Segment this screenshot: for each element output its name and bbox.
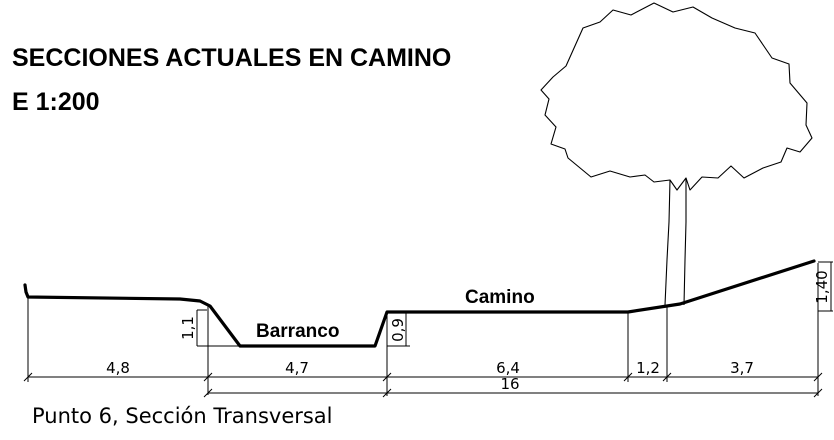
tree-trunk-right [683, 178, 687, 306]
dimension-label-1-40: 1,40 [813, 270, 831, 303]
tree-crown [540, 2, 813, 191]
section-caption: Punto 6, Sección Transversal [32, 404, 333, 428]
dimension-label-0-9: 0,9 [389, 318, 407, 342]
horizontal-dimension-row [23, 372, 823, 382]
barranco-depth-dimension [196, 309, 240, 347]
dimension-extension-lines [27, 263, 819, 396]
tree-illustration [540, 2, 813, 306]
right-rise-dimension [818, 261, 833, 312]
dimension-label-4-8: 4,8 [106, 359, 130, 377]
drawing-scale: E 1:200 [12, 88, 100, 116]
dimension-label-6-4: 6,4 [496, 359, 520, 377]
terrain-profile-line [23, 259, 816, 348]
total-dimension-row [203, 388, 823, 398]
dimension-label-1-2: 1,2 [636, 359, 660, 377]
camino-label: Camino [465, 287, 535, 308]
dimension-label-3-7: 3,7 [730, 359, 754, 377]
dimension-label-1-1: 1,1 [179, 316, 197, 340]
camino-step-dimension [387, 313, 410, 347]
barranco-label: Barranco [256, 321, 339, 342]
dimension-label-4-7: 4,7 [285, 359, 309, 377]
dimension-label-total: 16 [500, 375, 519, 393]
drawing-title: SECCIONES ACTUALES EN CAMINO [12, 44, 451, 72]
tree-trunk-left [664, 179, 671, 306]
